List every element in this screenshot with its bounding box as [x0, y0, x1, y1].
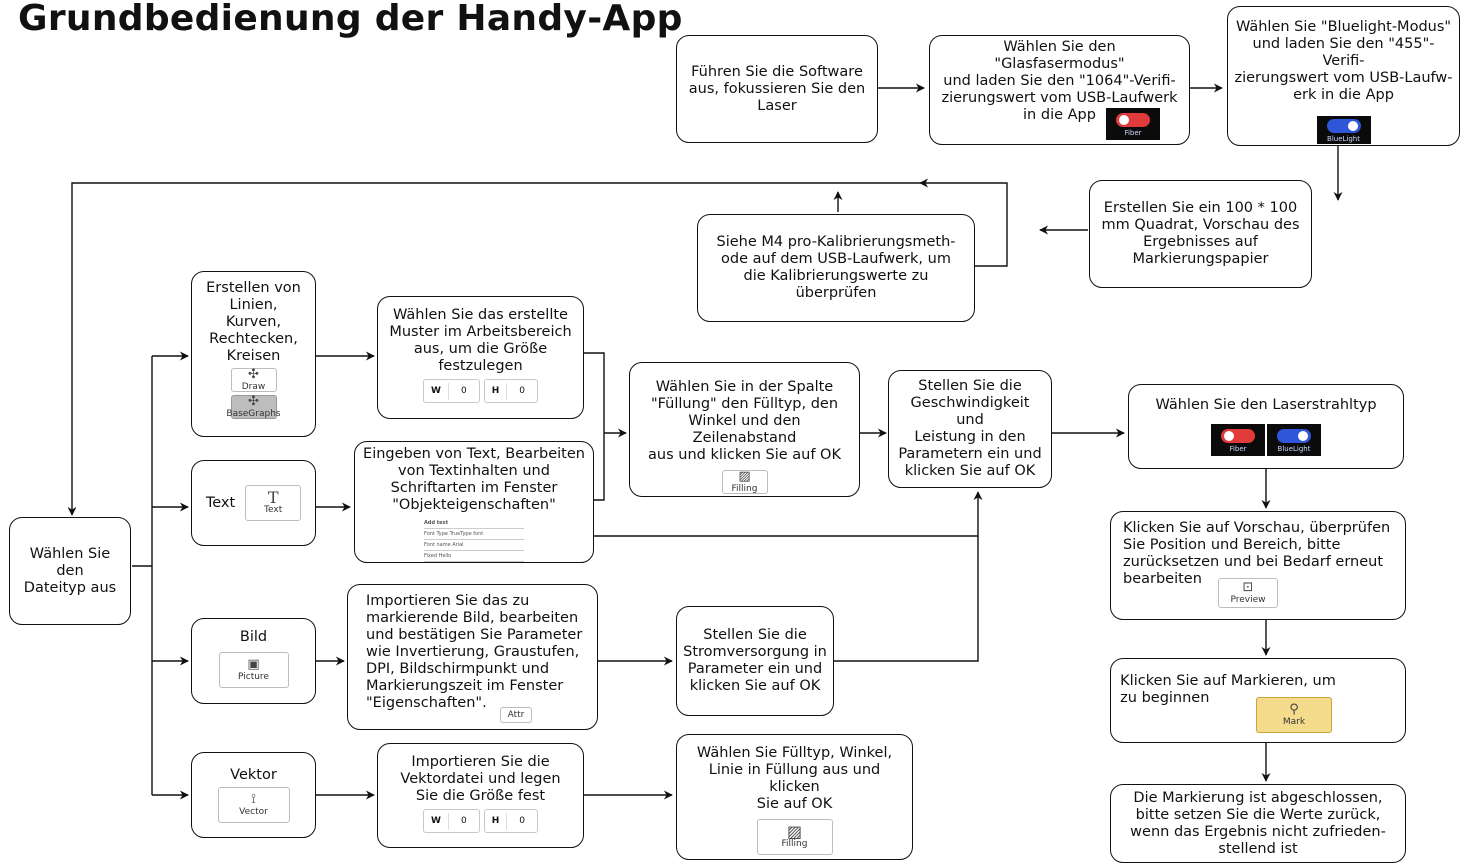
- basegraphs-icon: ✣: [248, 393, 259, 409]
- toggle-fiber-icon[interactable]: Fiber: [1211, 424, 1265, 456]
- arrow-loop-to-filetype: [67, 182, 920, 516]
- step-calibration: Siehe M4 pro-Kalibrierungsmeth- ode auf …: [697, 214, 975, 322]
- picture-button[interactable]: ▣ Picture: [218, 652, 289, 688]
- mark-icon: ⚲: [1289, 701, 1299, 717]
- laser-type-toggles: Fiber BlueLight: [1211, 424, 1321, 456]
- object-properties-form: Add text Font Type TrueType font Font na…: [424, 518, 524, 562]
- text-icon: T: [267, 487, 279, 507]
- step-laser-type: Wählen Sie den Laserstrahltyp Fiber Blue…: [1128, 384, 1404, 469]
- filling-button[interactable]: ▨ Filling: [721, 468, 768, 494]
- arrow-calibration-to-loop: [919, 178, 1008, 267]
- toggle-fiber-icon: Fiber: [1106, 108, 1160, 140]
- basegraphs-button[interactable]: ✣ BaseGraphs: [226, 393, 281, 419]
- draw-button[interactable]: ✣ Draw: [230, 366, 277, 392]
- toggle-bluelight-icon: BlueLight: [1316, 116, 1371, 144]
- step-import-picture: Importieren Sie das zu markierende Bild,…: [347, 584, 598, 730]
- step-enter-text: Eingeben von Text, Bearbeiten von Textin…: [354, 441, 594, 563]
- step-picture-type: Bild ▣ Picture: [191, 618, 316, 704]
- arrow-pattern-to-fill: [584, 352, 605, 501]
- step-import-vector: Importieren Sie die Vektordatei und lege…: [377, 743, 584, 848]
- filling-button[interactable]: ▨ Filling: [756, 819, 833, 855]
- picture-icon: ▣: [247, 656, 260, 672]
- step-file-type: Wählen Sie den Dateityp aus: [9, 517, 131, 625]
- step-fill-vector: Wählen Sie Fülltyp, Winkel, Linie in Fül…: [676, 734, 913, 860]
- filling-icon: ▨: [786, 821, 803, 841]
- step-run-software: Führen Sie die Software aus, fokussieren…: [676, 35, 878, 143]
- arrow-entertext-to-speed: [594, 491, 983, 537]
- arrow-power-to-speed: [834, 536, 979, 662]
- step-square-preview: Erstellen Sie ein 100 * 100 mm Quadrat, …: [1089, 180, 1312, 288]
- step-mark-start: Klicken Sie auf Markieren, um zu beginne…: [1110, 658, 1406, 743]
- attr-button[interactable]: Attr: [500, 707, 532, 723]
- vector-button[interactable]: ⟟ Vector: [217, 787, 290, 823]
- draw-icon: ✣: [248, 366, 259, 382]
- step-speed-power: Stellen Sie die Geschwindigkeit und Leis…: [888, 370, 1052, 488]
- step-fiber-mode: Wählen Sie den "Glasfasermodus" und lade…: [929, 35, 1190, 145]
- step-bluelight-mode: Wählen Sie "Bluelight-Modus" und laden S…: [1227, 6, 1460, 146]
- step-text-type: Text T Text: [191, 460, 316, 546]
- vector-icon: ⟟: [251, 791, 256, 807]
- step-select-pattern: Wählen Sie das erstellte Muster im Arbei…: [377, 296, 584, 419]
- toggle-bluelight-icon[interactable]: BlueLight: [1267, 424, 1321, 456]
- filling-icon: ▨: [738, 468, 751, 484]
- step-done: Die Markierung ist abgeschlossen, bitte …: [1110, 784, 1406, 863]
- step-lines-shapes: Erstellen von Linien, Kurven, Rechtecken…: [191, 271, 316, 437]
- text-button[interactable]: T Text: [245, 485, 302, 521]
- step-fill-column: Wählen Sie in der Spalte "Füllung" den F…: [629, 362, 860, 497]
- page-title: Grundbedienung der Handy-App: [18, 0, 683, 39]
- step-preview-check: Klicken Sie auf Vorschau, überprüfen Sie…: [1110, 511, 1406, 620]
- step-vector-type: Vektor ⟟ Vector: [191, 752, 316, 838]
- mark-button[interactable]: ⚲ Mark: [1256, 697, 1332, 733]
- preview-button[interactable]: ⊡ Preview: [1218, 578, 1278, 608]
- step-power-supply: Stellen Sie die Stromversorgung in Param…: [676, 606, 834, 716]
- preview-icon: ⊡: [1242, 579, 1254, 595]
